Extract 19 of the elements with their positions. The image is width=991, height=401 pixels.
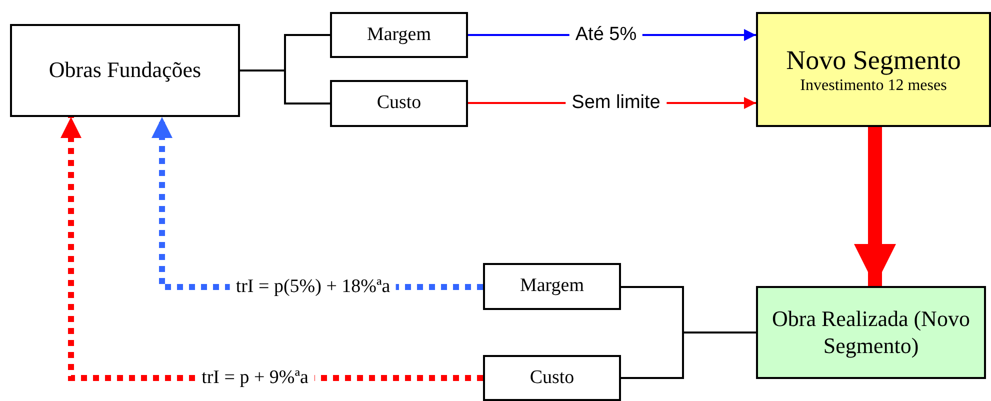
process-box [756, 12, 991, 127]
connector-line [240, 70, 330, 104]
process-box [483, 355, 621, 401]
box-title: Margem [366, 24, 432, 46]
connector-line [621, 332, 756, 379]
box-title: Obras Fundações [48, 57, 202, 84]
process-box [756, 286, 986, 379]
process-box [10, 24, 240, 117]
box-subtitle: Investimento 12 meses [799, 76, 948, 96]
box-title: Custo [528, 366, 576, 390]
process-box [330, 80, 468, 127]
box-title: Obra Realizada (Novo Segmento) [771, 306, 971, 359]
box-title: Custo [376, 92, 422, 115]
process-box [330, 12, 468, 58]
edge-label: trI = p(5%) + 18%ªa [230, 276, 396, 298]
arrow [854, 127, 896, 286]
process-box [483, 263, 621, 310]
box-title: Margem [518, 275, 586, 298]
box-title: Novo Segmento [785, 44, 962, 76]
